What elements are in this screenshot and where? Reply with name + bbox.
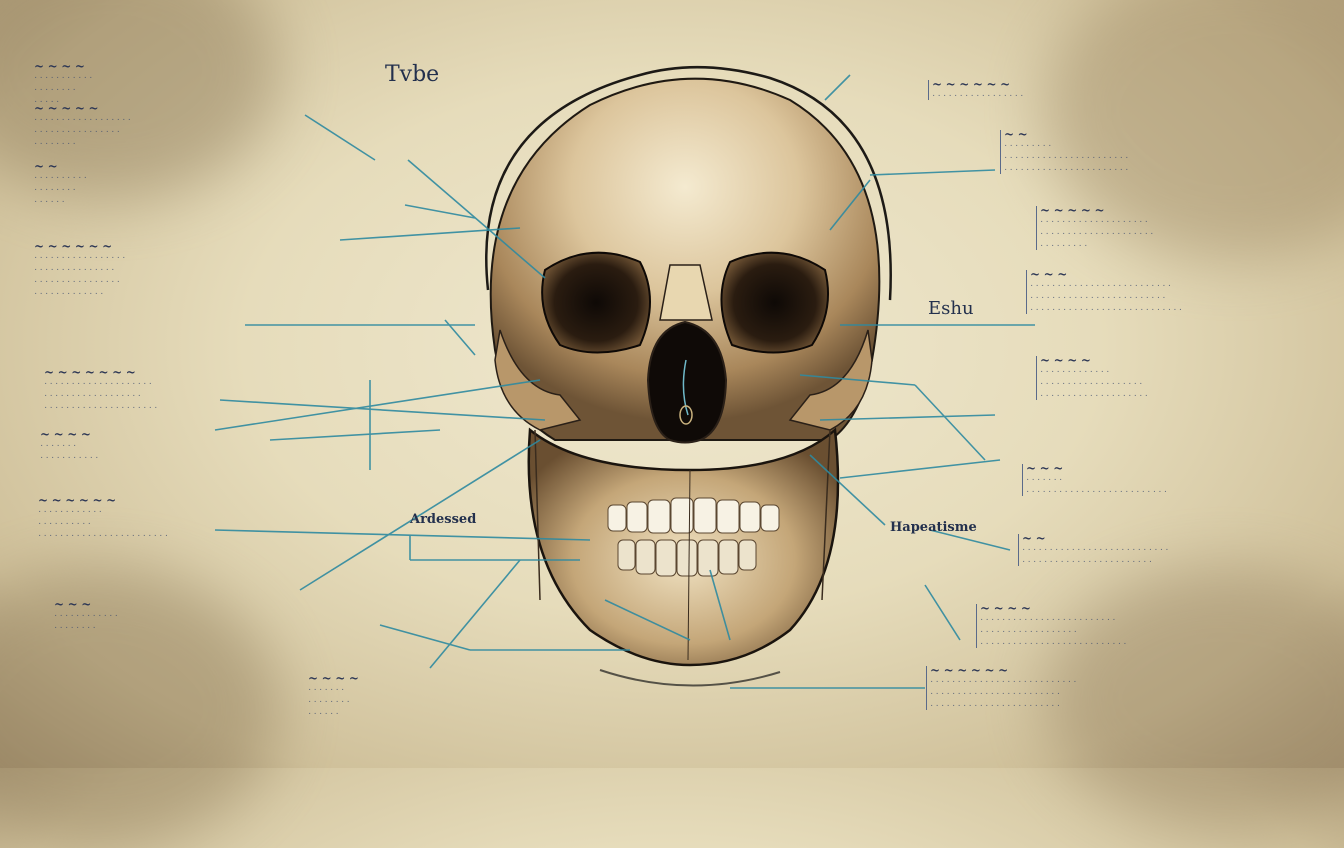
heading-right-mid: Eshu xyxy=(928,298,974,319)
heading-right-jaw: Hapeatisme xyxy=(890,520,977,535)
bracket-rule xyxy=(1000,130,1001,174)
label-cluster: ~ ~ ~ ~ ~ ~ · · · · · · · · · · · · · · … xyxy=(928,78,1023,102)
bracket-rule xyxy=(976,604,977,648)
label-cluster: ~ ~ ~ ~ ~ ~ ~ · · · · · · · · · · · · · … xyxy=(44,365,158,413)
label-cluster: ~ ~ ~ ~ · · · · · · · · · · · · · · · · … xyxy=(40,427,99,463)
heading-left-jaw: Ardessed xyxy=(410,512,477,527)
label-cluster: ~ ~ ~ ~ ~ · · · · · · · · · · · · · · · … xyxy=(34,101,131,149)
heading-top-left: Tvbe xyxy=(385,62,440,87)
label-cluster: ~ ~ ~ ~ · · · · · · · · · · · · · · · · … xyxy=(308,671,359,719)
bracket-rule xyxy=(926,666,927,710)
label-cluster: ~ ~ ~ ~ ~ ~ · · · · · · · · · · · · · · … xyxy=(926,664,1077,712)
bracket-rule xyxy=(1022,464,1023,496)
bracket-rule xyxy=(928,80,929,100)
bracket-rule xyxy=(1036,356,1037,400)
label-cluster: ~ ~ ~ ~ · · · · · · · · · · · · · · · · … xyxy=(976,602,1127,650)
label-cluster: ~ ~ · · · · · · · · · · · · · · · · · · … xyxy=(1018,532,1169,568)
label-cluster: ~ ~ ~ · · · · · · · · · · · · · · · · · … xyxy=(1022,462,1167,498)
bracket-rule xyxy=(1036,206,1037,250)
label-cluster: ~ ~ ~ ~ ~ ~ · · · · · · · · · · · · · · … xyxy=(34,239,126,299)
skull-illustration xyxy=(214,66,1035,689)
label-cluster: ~ ~ ~ ~ ~ ~ · · · · · · · · · · · · · · … xyxy=(38,493,168,541)
label-cluster: ~ ~ ~ ~ · · · · · · · · · · · · · · · · … xyxy=(1036,354,1148,402)
bracket-rule xyxy=(1018,534,1019,566)
label-cluster: ~ ~ · · · · · · · · · · · · · · · · · · … xyxy=(34,159,87,207)
label-cluster: ~ ~ ~ ~ · · · · · · · · · · · · · · · · … xyxy=(34,59,93,107)
label-cluster: ~ ~ ~ · · · · · · · · · · · · · · · · · … xyxy=(1026,268,1182,316)
label-cluster: ~ ~ · · · · · · · · · · · · · · · · · · … xyxy=(1000,128,1129,176)
bracket-rule xyxy=(1026,270,1027,314)
label-cluster: ~ ~ ~ · · · · · · · · · · · · · · · · · … xyxy=(54,597,118,633)
label-cluster: ~ ~ ~ ~ ~ · · · · · · · · · · · · · · · … xyxy=(1036,204,1154,252)
